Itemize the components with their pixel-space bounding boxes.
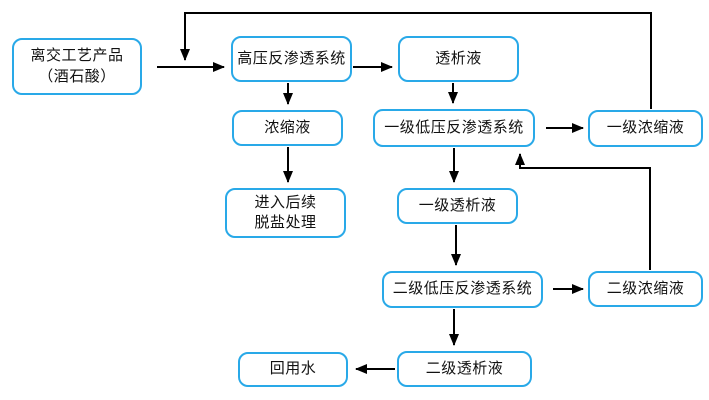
node-stage2-ro: 二级低压反渗透系统 [382, 271, 543, 308]
node-hp-ro: 高压反渗透系统 [231, 36, 352, 82]
node-dialysate: 透析液 [398, 36, 519, 82]
node-stage1-dialysate: 一级透析液 [397, 188, 518, 224]
node-source: 离交工艺产品 （酒石酸） [12, 38, 142, 95]
node-concentrate: 浓缩液 [232, 110, 343, 146]
node-stage1-concentrate: 一级浓缩液 [588, 110, 703, 147]
node-stage2-concentrate: 二级浓缩液 [588, 271, 703, 307]
node-stage1-ro: 一级低压反渗透系统 [373, 109, 535, 147]
node-stage2-dialysate: 二级透析液 [397, 351, 532, 387]
node-reuse-water: 回用水 [238, 352, 348, 387]
node-desalination: 进入后续 脱盐处理 [225, 188, 346, 238]
